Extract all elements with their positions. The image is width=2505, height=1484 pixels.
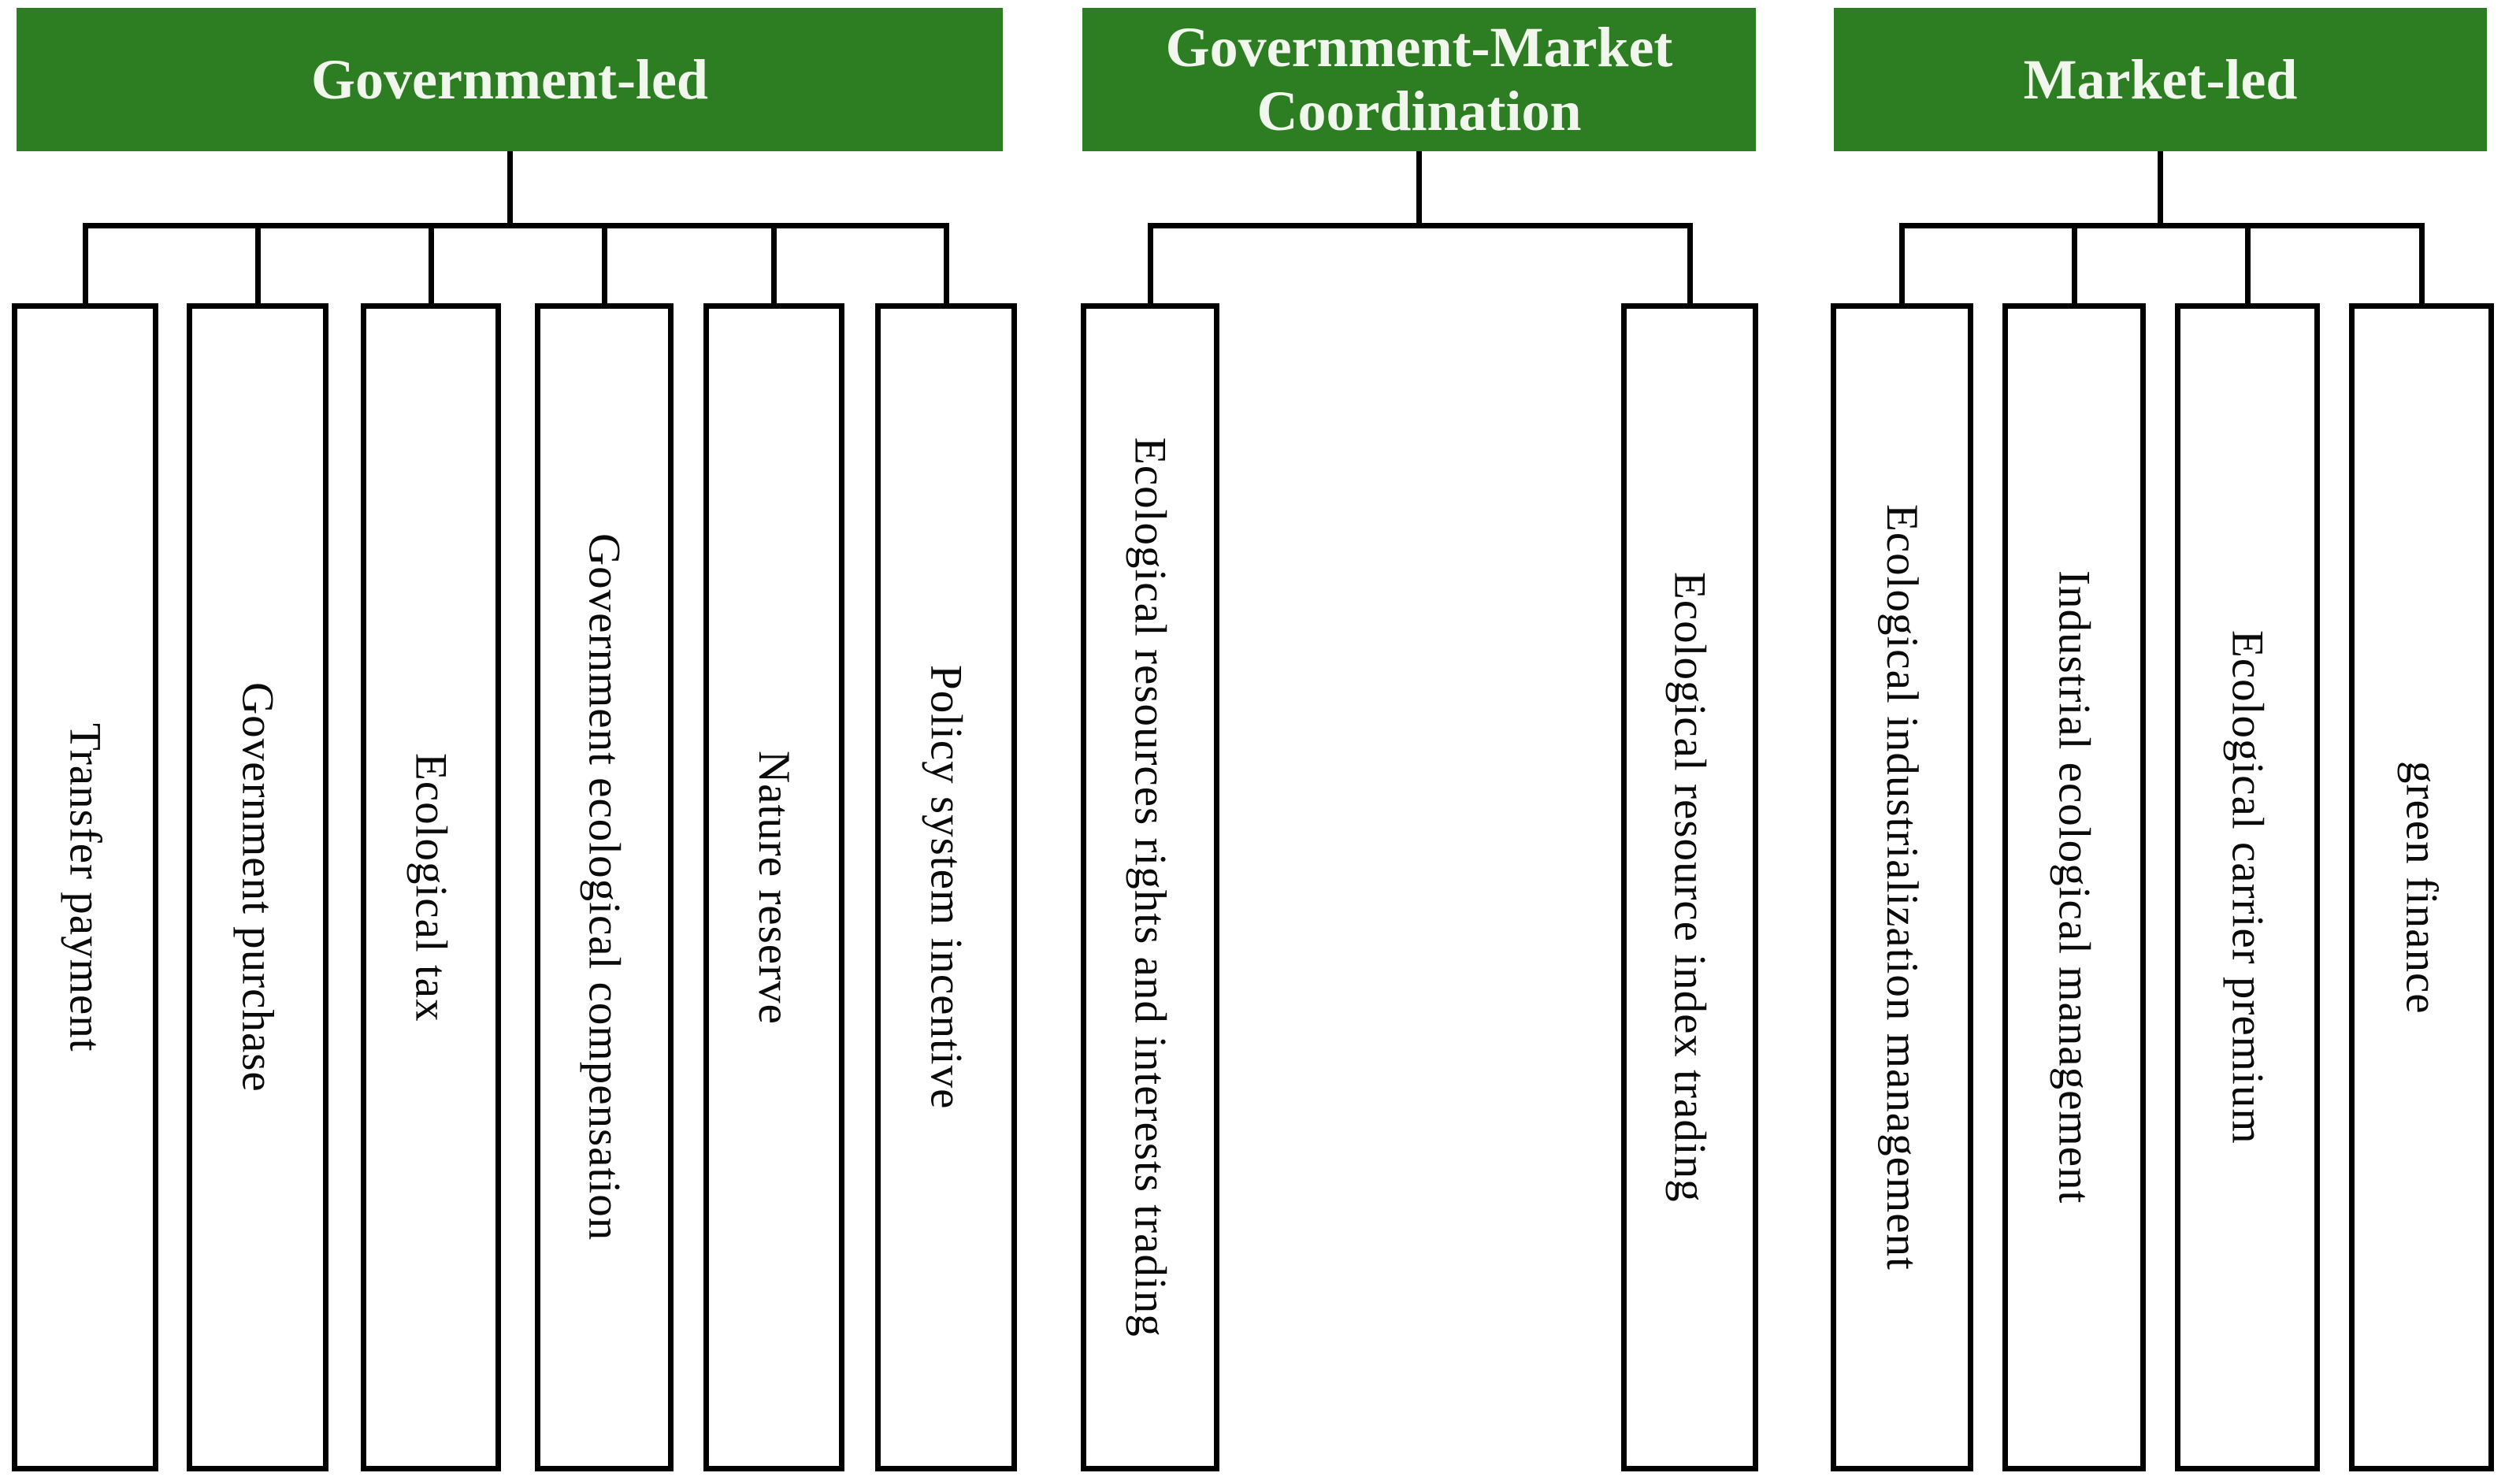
header-government-led-label: Government-led xyxy=(311,47,708,111)
node-nature-reserve-label: Nature reserve xyxy=(749,750,799,1025)
header-government-market-coordination-label: Government-Market Coordination xyxy=(1165,16,1673,143)
node-government-ecological-compensation: Government ecological compensation xyxy=(535,303,674,1471)
connector-stem-market-led xyxy=(2158,151,2163,226)
header-market-led: Market-led xyxy=(1834,8,2487,151)
node-policy-system-incentive: Policy system incentive xyxy=(875,303,1017,1471)
node-industrial-ecological-management-label: Industrial ecological management xyxy=(2049,570,2099,1204)
connector-drop-nature-reserve xyxy=(771,223,777,306)
node-ecological-industrialization-management: Ecological industrialization management xyxy=(1831,303,1973,1471)
node-ecological-carrier-premium: Ecological carrier premium xyxy=(2175,303,2320,1471)
connector-drop-ecological-resource-index xyxy=(1687,223,1693,306)
connector-stem-government-led xyxy=(507,151,513,226)
node-ecological-tax-label: Ecological tax xyxy=(406,752,456,1022)
node-government-purchase-label: Government purchase xyxy=(232,682,283,1093)
connector-drop-government-purchase xyxy=(255,223,261,306)
connector-bar-government-market-coordination xyxy=(1148,223,1693,228)
node-ecological-carrier-premium-label: Ecological carrier premium xyxy=(2222,630,2273,1145)
node-government-ecological-compensation-label: Government ecological compensation xyxy=(579,533,629,1241)
header-market-led-label: Market-led xyxy=(2023,47,2298,111)
connector-stem-government-market-coordination xyxy=(1416,151,1422,226)
connector-bar-market-led xyxy=(1899,223,2425,228)
node-green-finance-label: green finance xyxy=(2396,760,2447,1015)
header-government-led: Government-led xyxy=(17,8,1003,151)
connector-drop-ecological-tax xyxy=(429,223,434,306)
node-transfer-payment-label: Transfer payment xyxy=(60,722,110,1052)
connector-drop-ecological-carrier-premium xyxy=(2245,223,2251,306)
connector-drop-green-finance xyxy=(2419,223,2425,306)
connector-drop-government-ecological-compensation xyxy=(602,223,607,306)
node-nature-reserve: Nature reserve xyxy=(703,303,844,1471)
node-transfer-payment: Transfer payment xyxy=(12,303,158,1471)
node-ecological-resources-rights-and-interests-trading-label: Ecological resources rights and interest… xyxy=(1125,437,1175,1337)
header-government-market-coordination: Government-Market Coordination xyxy=(1082,8,1756,151)
connector-drop-ecological-industrialization-management xyxy=(1899,223,1905,306)
connector-drop-policy-system-incentive xyxy=(944,223,949,306)
node-ecological-resources-rights-and-interests-trading: Ecological resources rights and interest… xyxy=(1081,303,1219,1471)
connector-drop-ecological-resources-rights xyxy=(1148,223,1153,306)
connector-bar-government-led xyxy=(83,223,949,228)
node-ecological-tax: Ecological tax xyxy=(361,303,501,1471)
node-policy-system-incentive-label: Policy system incentive xyxy=(921,665,971,1110)
node-green-finance: green finance xyxy=(2349,303,2494,1471)
connector-drop-transfer-payment xyxy=(83,223,88,306)
node-ecological-industrialization-management-label: Ecological industrialization management xyxy=(1877,504,1927,1271)
node-ecological-resource-index-trading-label: Ecological resource index trading xyxy=(1664,572,1715,1203)
node-ecological-resource-index-trading: Ecological resource index trading xyxy=(1621,303,1758,1471)
connector-drop-industrial-ecological-management xyxy=(2072,223,2077,306)
node-industrial-ecological-management: Industrial ecological management xyxy=(2002,303,2146,1471)
node-government-purchase: Government purchase xyxy=(187,303,328,1471)
